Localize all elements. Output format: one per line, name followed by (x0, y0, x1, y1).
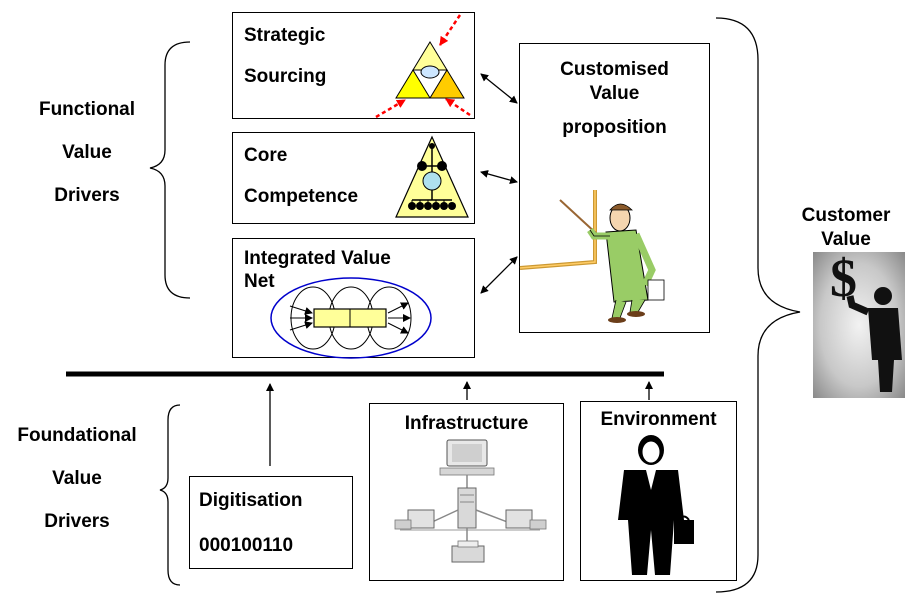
foundational-label-line2: Value (52, 468, 102, 489)
strategic-label-line1: Strategic (244, 25, 326, 46)
proposition-label-line1: Customised (560, 59, 669, 80)
digitisation-code: 000100110 (199, 535, 294, 556)
integrated-label-line1: Integrated Value (244, 248, 391, 269)
functional-label-line3: Drivers (54, 185, 120, 206)
foundational-label-line3: Drivers (44, 511, 110, 532)
proposition-label-line2: Value (589, 83, 640, 104)
infrastructure-title: Infrastructure (404, 413, 529, 434)
strategic-label-line2: Sourcing (244, 66, 327, 87)
foundational-label-line1: Foundational (17, 425, 137, 446)
arrow-integrated-proposition (480, 256, 518, 294)
arrow-strategic-proposition (480, 73, 518, 104)
functional-label-line1: Functional (38, 99, 136, 120)
customer-label-line2: Value (821, 229, 871, 250)
customer-label-line1: Customer (801, 205, 891, 226)
digitisation-box (189, 476, 353, 569)
functional-label-line2: Value (62, 142, 112, 163)
digitisation-title: Digitisation (199, 490, 303, 511)
proposition-label-line3: proposition (562, 117, 667, 138)
arrow-core-proposition (480, 170, 518, 184)
foundational-brace (159, 404, 181, 586)
core-label-line1: Core (244, 145, 288, 166)
integrated-label-line2: Net (244, 271, 275, 292)
svg-text:$: $ (830, 248, 857, 308)
functional-brace (149, 41, 191, 299)
environment-title: Environment (600, 409, 717, 430)
core-label-line2: Competence (244, 186, 359, 207)
customer-value-image: $ (813, 248, 905, 398)
